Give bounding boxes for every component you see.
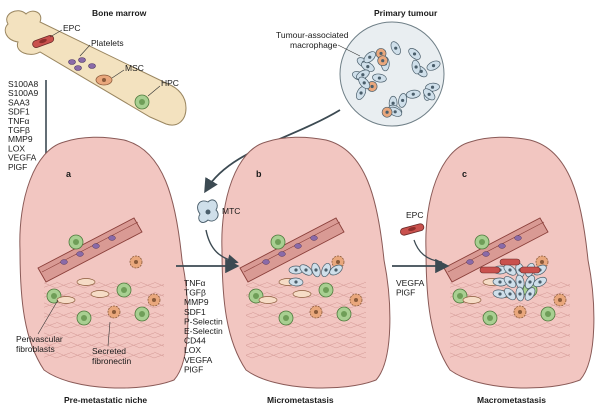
primary-tumour-illustration	[339, 21, 445, 127]
tumour-macrophage-label-line1: Tumour-associated	[276, 30, 349, 40]
micrometastasis-factor-list: TNFαTGFβMMP9SDF1P-SelectinE-SelectinCD44…	[184, 278, 223, 374]
epc-label: EPC	[63, 23, 80, 33]
perivascular-label-line1: Perivascular	[16, 334, 63, 344]
micro-factor-1: TGFβ	[184, 288, 206, 298]
micro-factor-3: SDF1	[184, 307, 206, 317]
tumour-cell	[363, 51, 376, 64]
tumour-cell	[355, 86, 367, 100]
niche-factor-list: S100A8S100A9SAA3SDF1TNFαTGFβMMP9LOXVEGFA…	[8, 79, 39, 172]
niche-factor-0: S100A8	[8, 79, 39, 89]
tumour-cell	[423, 88, 436, 101]
mtc-label: MTC	[222, 206, 240, 216]
panel-letter-b: b	[256, 169, 262, 179]
fibronectin-label-line2: fibronectin	[92, 356, 131, 366]
micro-factor-5: E-Selectin	[184, 326, 223, 336]
tumour-cell	[426, 60, 441, 71]
niche-factor-2: SAA3	[8, 97, 30, 107]
micro-factor-0: TNFα	[184, 278, 206, 288]
bone-marrow-illustration	[4, 10, 187, 126]
micro-factor-2: MMP9	[184, 297, 209, 307]
primary-tumour-heading: Primary tumour	[374, 8, 438, 18]
tumour-cell	[408, 48, 421, 60]
micro-factor-9: PlGF	[184, 364, 203, 374]
niche-factor-5: TGFβ	[8, 125, 30, 135]
macro-factor-0: VEGFA	[396, 278, 425, 288]
epc-cell-icon	[32, 35, 55, 48]
niche-factor-4: TNFα	[8, 116, 30, 126]
tumour-cell	[360, 61, 375, 72]
macro-factor-1: PlGF	[396, 288, 415, 298]
tumour-cell	[390, 41, 401, 56]
platelet-icon	[68, 57, 96, 71]
niche-factor-9: PlGF	[8, 162, 27, 172]
fibronectin-label-line1: Secreted	[92, 346, 126, 356]
macrophage-cell	[377, 55, 389, 67]
lung-macrometastasis	[425, 136, 595, 389]
hpc-label: HPC	[161, 78, 179, 88]
msc-label: MSC	[125, 63, 144, 73]
perivascular-label-line2: fibroblasts	[16, 344, 55, 354]
mtc-cell-icon	[197, 199, 219, 223]
hpc-cell-icon	[134, 94, 150, 110]
tumour-cell	[411, 59, 421, 75]
epc-c-label: EPC	[406, 210, 423, 220]
msc-cell-icon	[95, 74, 113, 86]
caption-macrometastasis: Macrometastasis	[477, 395, 546, 405]
epc-c-arrow	[413, 239, 443, 263]
macrophage-cell	[381, 106, 393, 118]
niche-factor-3: SDF1	[8, 107, 30, 117]
micro-factor-4: P-Selectin	[184, 316, 223, 326]
lung-pre-metastatic-niche	[19, 136, 189, 389]
tumour-cell	[398, 93, 408, 108]
tumour-cell	[405, 89, 421, 99]
micro-factor-7: LOX	[184, 345, 201, 355]
bone-shape	[4, 10, 187, 126]
niche-factor-7: LOX	[8, 143, 25, 153]
tumour-macrophage-label-line2: macrophage	[290, 40, 338, 50]
bone-marrow-heading: Bone marrow	[92, 8, 147, 18]
micro-factor-8: VEGFA	[184, 355, 213, 365]
tumour-cell	[358, 76, 371, 90]
panel-letter-a: a	[66, 169, 72, 179]
niche-factor-1: S100A9	[8, 88, 39, 98]
caption-pre-metastatic-niche: Pre-metastatic niche	[64, 395, 147, 405]
caption-micrometastasis: Micrometastasis	[267, 395, 334, 405]
niche-factor-8: VEGFA	[8, 153, 37, 163]
tumour-cell	[372, 73, 387, 83]
epc-c-cell-icon	[400, 223, 425, 236]
panel-letter-c: c	[462, 169, 467, 179]
platelets-label: Platelets	[91, 38, 124, 48]
lung-micrometastasis	[221, 136, 391, 389]
micro-factor-6: CD44	[184, 336, 206, 346]
niche-factor-6: MMP9	[8, 134, 33, 144]
